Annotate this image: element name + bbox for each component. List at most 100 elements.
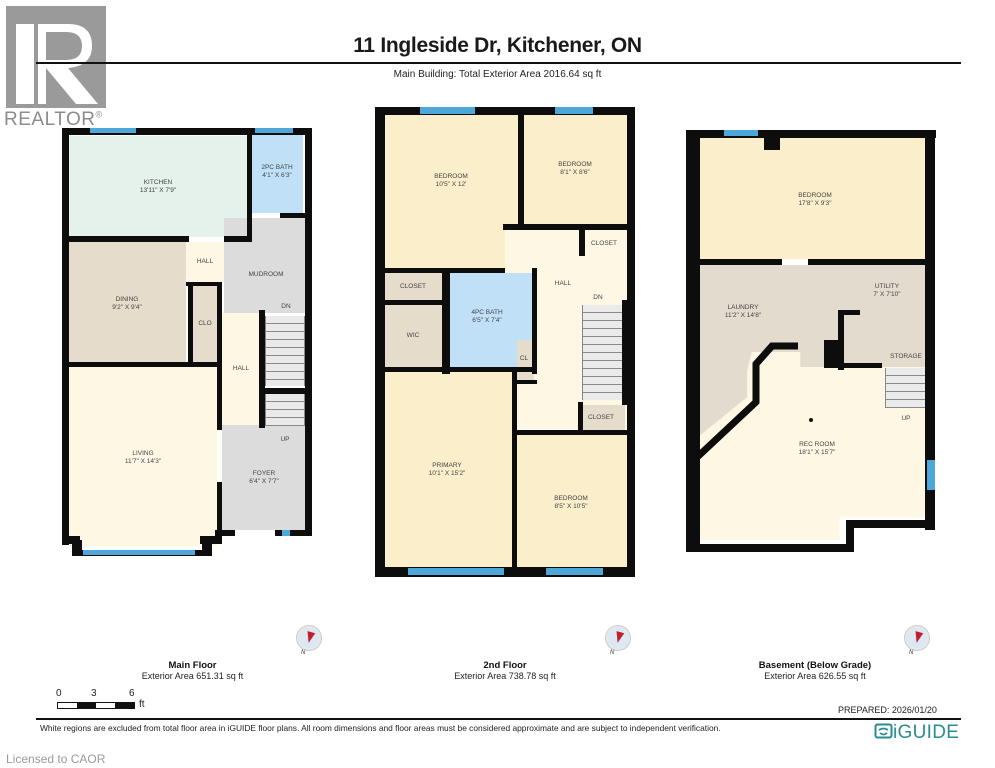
stair-label: UP: [280, 436, 290, 443]
window: [546, 568, 603, 575]
window: [282, 530, 290, 536]
wall: [442, 268, 450, 374]
scale-tick: 6: [129, 688, 135, 699]
room-label: STORAGE: [890, 353, 922, 360]
room-closet: [583, 405, 625, 433]
wall: [375, 107, 635, 115]
column-dot: [809, 418, 813, 422]
wall: [512, 372, 517, 572]
second-floor-caption: 2nd Floor Exterior Area 738.78 sq ft: [440, 660, 570, 681]
room-bedroom: [385, 114, 518, 269]
wall: [503, 224, 627, 230]
room-wic: [385, 305, 442, 367]
compass-icon: [606, 626, 630, 650]
wall: [186, 282, 222, 286]
wall: [62, 128, 312, 135]
stairs-up: [265, 394, 305, 426]
window: [420, 107, 475, 114]
scale-bar: 0 3 6 ft: [55, 688, 155, 718]
floor-title: 2nd Floor: [483, 660, 527, 671]
wall: [224, 236, 252, 242]
wall: [217, 482, 222, 542]
window: [724, 130, 758, 136]
compass-icon: [905, 626, 929, 650]
scale-graphic: [57, 702, 135, 709]
compass-north-label: N: [610, 650, 615, 656]
room-foyer: [222, 425, 308, 530]
room-living: [69, 366, 217, 546]
page-title: 11 Ingleside Dr, Kitchener, ON: [353, 34, 642, 57]
stairs-down: [265, 316, 305, 386]
scale-unit: ft: [139, 699, 145, 710]
wall: [72, 540, 82, 556]
wall: [385, 300, 442, 305]
realtor-logo: [6, 6, 106, 108]
room-bedroom: [524, 114, 627, 224]
wall: [838, 310, 860, 315]
wall: [686, 130, 936, 138]
total-area-subtitle: Main Building: Total Exterior Area 2016.…: [393, 69, 602, 80]
wall: [305, 128, 312, 536]
room-clo: [193, 285, 217, 362]
wall: [517, 430, 627, 435]
room-label: CL: [519, 355, 529, 362]
room-closet: [385, 272, 442, 300]
wall: [62, 536, 80, 544]
wall: [202, 540, 212, 556]
wall: [532, 268, 537, 374]
iguide-brand: iGUIDE: [893, 722, 960, 743]
wall: [247, 130, 252, 242]
realtor-r-icon: [16, 24, 98, 104]
diagonal-wall: [689, 342, 798, 465]
compass-icon: [297, 626, 321, 650]
compass-north-label: N: [301, 650, 306, 656]
footer-divider: [36, 718, 961, 720]
wall: [764, 138, 780, 150]
room-hall-lower: [222, 313, 260, 425]
stair-label: DN: [281, 303, 291, 310]
wall: [265, 388, 305, 394]
wall: [824, 340, 842, 368]
wall: [188, 282, 193, 366]
wall: [69, 362, 221, 367]
room-bedroom: [517, 435, 627, 567]
window: [90, 128, 136, 133]
window: [555, 107, 593, 114]
wall: [925, 130, 935, 530]
wall: [517, 380, 537, 384]
wall: [842, 363, 882, 368]
room-primary: [385, 372, 512, 567]
room-label: HALL: [554, 280, 572, 287]
scale-tick: 0: [56, 688, 62, 699]
prepared-date: PREPARED: 2026/01/20: [838, 705, 937, 715]
room-mudroom: [224, 218, 310, 313]
wall: [627, 107, 635, 577]
wall: [385, 367, 535, 372]
room-hall-upper: [186, 242, 224, 282]
room-label: WIC: [406, 332, 420, 339]
wall: [62, 130, 69, 545]
wall: [846, 522, 854, 548]
wall: [275, 530, 312, 536]
floor-title: Basement (Below Grade): [758, 660, 872, 671]
wall: [375, 567, 635, 577]
wall: [694, 259, 782, 265]
wall: [375, 107, 385, 577]
wall: [686, 544, 854, 552]
wall: [808, 259, 925, 265]
room-bedroom: [700, 138, 925, 259]
floor-area: Exterior Area 738.78 sq ft: [454, 671, 556, 681]
